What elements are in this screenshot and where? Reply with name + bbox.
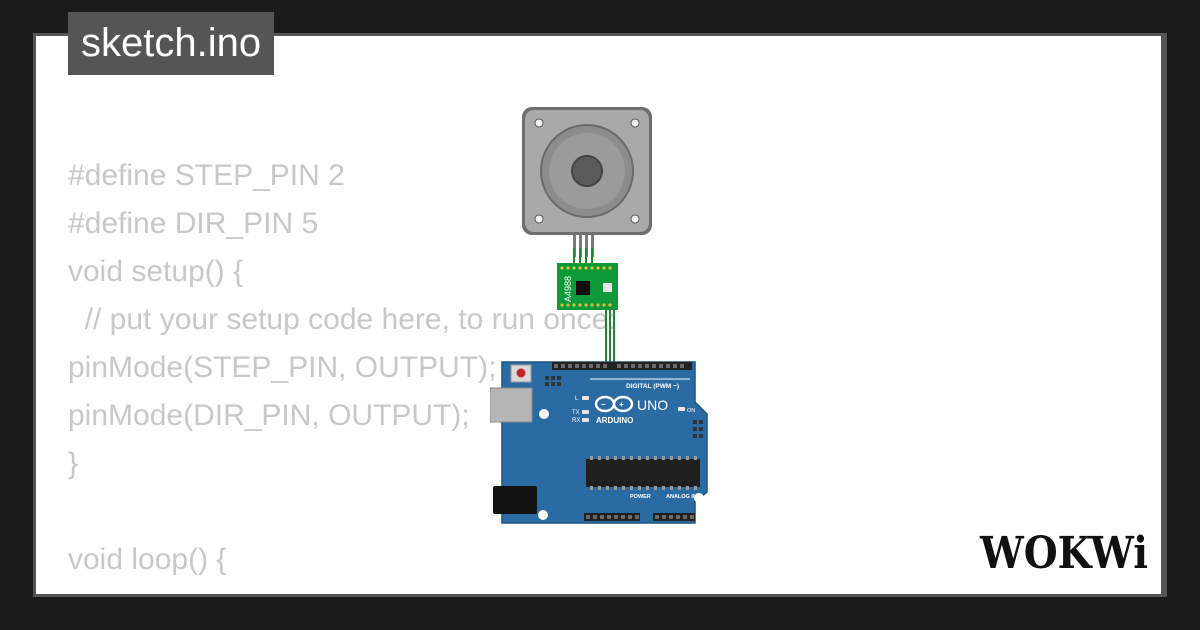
led-rx-label: RX: [572, 418, 580, 424]
led-l: [582, 396, 589, 400]
led-tx-label: TX: [572, 410, 580, 416]
code-line: // put your setup code here, to run once…: [68, 303, 617, 336]
code-line: pinMode(STEP_PIN, OUTPUT);: [68, 351, 497, 384]
power-label: POWER: [630, 494, 651, 500]
code-line: pinMode(DIR_PIN, OUTPUT);: [68, 399, 470, 432]
file-tab-label: sketch.ino: [81, 21, 262, 65]
motor-screw-hole: [630, 214, 640, 224]
code-line: }: [68, 447, 79, 480]
mounting-hole: [539, 409, 549, 419]
signal-wires: [605, 308, 615, 368]
motor-screw-hole: [630, 118, 640, 128]
atmega-chip: [586, 459, 700, 487]
arduino-uno-board[interactable]: DIGITAL (PWM ~) L TX RX − + UNO ARDUINO …: [490, 361, 708, 524]
a4988-driver[interactable]: A4988: [557, 263, 618, 310]
led-rx: [582, 418, 589, 422]
analog-label: ANALOG IN: [666, 494, 697, 500]
led-on: [678, 407, 685, 411]
code-line: void loop() {: [68, 543, 227, 576]
stepper-motor[interactable]: [522, 107, 652, 257]
motor-screw-hole: [534, 118, 544, 128]
power-header: [584, 513, 640, 521]
wokwi-logo-text: WOKWi: [979, 528, 1148, 576]
board-model: UNO: [637, 397, 668, 413]
analog-header: [653, 513, 695, 521]
svg-text:−: −: [601, 400, 606, 409]
code-preview: #define STEP_PIN 2 #define DIR_PIN 5 void …: [68, 152, 683, 594]
mounting-hole: [538, 510, 548, 520]
dc-jack: [493, 486, 537, 514]
digital-header: [552, 362, 692, 370]
arduino-logo-icon: [594, 395, 634, 413]
usb-port: [490, 387, 533, 423]
code-line: void setup() {: [68, 255, 244, 288]
wokwi-logo: WOKWi: [979, 528, 1148, 576]
motor-screw-hole: [534, 214, 544, 224]
file-tab[interactable]: sketch.ino: [68, 12, 275, 75]
svg-text:+: +: [619, 400, 624, 409]
mounting-hole: [694, 493, 704, 503]
driver-label: A4988: [563, 276, 573, 302]
led-l-label: L: [575, 396, 579, 402]
motor-shaft: [571, 155, 603, 187]
driver-chip: [576, 281, 590, 295]
code-line: // put your main code here, to run repea…: [68, 584, 684, 594]
led-tx: [582, 410, 589, 414]
board-brand: ARDUINO: [596, 416, 633, 425]
on-label: ON: [687, 408, 695, 414]
code-line: #define STEP_PIN 2: [68, 159, 345, 192]
code-line: #define DIR_PIN 5: [68, 207, 319, 240]
digital-label: DIGITAL (PWM ~): [626, 383, 679, 390]
circuit-diagram: A4988 DIGITAL (PWM ~) L: [490, 107, 708, 524]
